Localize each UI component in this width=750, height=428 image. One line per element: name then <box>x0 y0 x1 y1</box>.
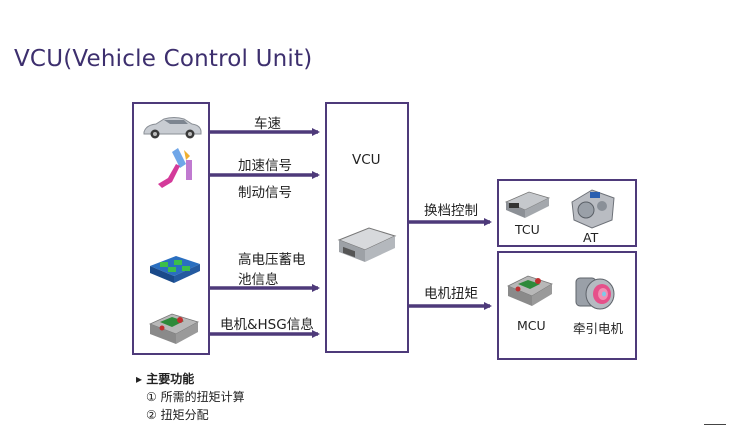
battery-label-line1: 高电压蓄电 <box>238 252 306 268</box>
pedal-icon <box>158 148 192 188</box>
motor-info-label: 电机&HSG信息 <box>220 317 314 333</box>
car-icon <box>143 117 202 139</box>
mcu-icon <box>507 275 553 306</box>
accel-label: 加速信号 <box>238 158 292 174</box>
battery-label-line2: 池信息 <box>238 272 279 288</box>
brake-label: 制动信号 <box>238 185 292 201</box>
notes-heading: ▸ 主要功能 <box>136 372 195 386</box>
corner-divider <box>704 424 726 425</box>
battery-icon <box>150 256 200 283</box>
tcu-icon <box>504 191 551 218</box>
vcu-box <box>325 102 409 353</box>
traction-motor-label: 牵引电机 <box>573 321 624 336</box>
tcu-label: TCU <box>515 222 540 237</box>
motor-box <box>497 251 637 360</box>
shift-control-label: 换档控制 <box>424 203 478 219</box>
transmission-icon <box>571 189 615 229</box>
notes-item-2: ② 扭矩分配 <box>146 408 209 422</box>
motor-torque-label: 电机扭矩 <box>424 286 478 302</box>
bullet-icon: ▸ <box>136 372 147 386</box>
input-components-box <box>132 102 210 355</box>
speed-label: 车速 <box>254 116 281 132</box>
traction-motor-icon <box>575 277 615 310</box>
main-functions-notes: ▸ 主要功能 ① 所需的扭矩计算 ② 扭矩分配 <box>136 370 245 424</box>
mcu-label: MCU <box>517 318 546 333</box>
hsg-controller-icon <box>148 313 200 344</box>
notes-item-1: ① 所需的扭矩计算 <box>146 390 245 404</box>
page-title: VCU(Vehicle Control Unit) <box>14 46 313 72</box>
at-label: AT <box>583 230 599 245</box>
vcu-label: VCU <box>352 152 381 168</box>
vcu-unit-icon <box>337 227 397 262</box>
